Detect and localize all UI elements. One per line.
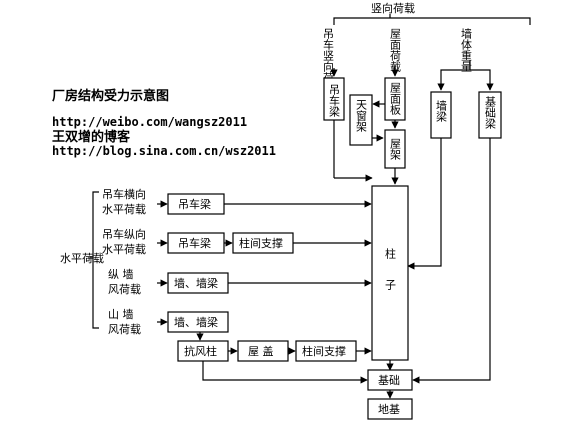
gable-wall-line2: 风荷载 xyxy=(108,323,141,336)
skylight-frame-text: 天窗架 xyxy=(355,99,368,132)
column-box xyxy=(371,185,409,361)
crane-beam-vertical-text: 吊车梁 xyxy=(328,84,341,118)
wall-beam-2-text: 墙、墙梁 xyxy=(174,315,218,329)
roof-load-label: 屋面荷载 xyxy=(389,28,402,72)
roof-cover-text: 屋 盖 xyxy=(248,344,274,358)
vertical-load-brace xyxy=(333,17,531,25)
blog-link-text: http://blog.sina.com.cn/wsz2011 xyxy=(52,144,276,158)
gable-wall-line1: 山 墙 xyxy=(108,307,134,321)
long-wall-line1: 纵 墙 xyxy=(108,267,134,281)
crane-transverse-line1: 吊车横向 xyxy=(102,187,146,201)
roof-truss-text: 屋架 xyxy=(389,138,402,160)
vertical-load-label: 竖向荷载 xyxy=(371,1,415,15)
wall-beam-vertical-text: 墙梁 xyxy=(435,99,448,123)
column-brace-1-text: 柱间支撑 xyxy=(239,236,283,250)
skylight-frame-box xyxy=(349,94,373,146)
wall-weight-label: 墙体重量 xyxy=(460,27,473,72)
horizontal-load-brace xyxy=(92,191,99,329)
wall-beam-2-box xyxy=(167,311,229,333)
crane-beam-h1-text: 吊车梁 xyxy=(178,197,211,211)
crane-long-line2: 水平荷载 xyxy=(102,243,146,256)
author-text: 王双增的博客 xyxy=(52,129,131,145)
roof-panel-text: 屋面板 xyxy=(389,82,402,116)
column-brace-2-text: 柱间支撑 xyxy=(302,344,346,358)
diagram-title: 厂房结构受力示意图 xyxy=(52,88,169,104)
wind-column-text: 抗风柱 xyxy=(184,344,217,358)
weibo-link-text: http://weibo.com/wangsz2011 xyxy=(52,115,247,129)
subgrade-text: 地基 xyxy=(378,403,400,416)
subgrade-box xyxy=(367,398,413,420)
foundation-beam-text: 基础梁 xyxy=(484,96,497,130)
long-wall-line2: 风荷载 xyxy=(108,283,141,296)
crane-transverse-line2: 水平荷载 xyxy=(102,203,146,216)
crane-long-line1: 吊车纵向 xyxy=(102,227,146,241)
column-text: 柱子 xyxy=(384,247,397,310)
foundation-text: 基础 xyxy=(378,374,400,387)
crane-beam-h2-text: 吊车梁 xyxy=(178,236,211,250)
horizontal-load-label: 水平荷载 xyxy=(60,252,104,265)
wall-beam-1-text: 墙、墙梁 xyxy=(174,276,218,290)
